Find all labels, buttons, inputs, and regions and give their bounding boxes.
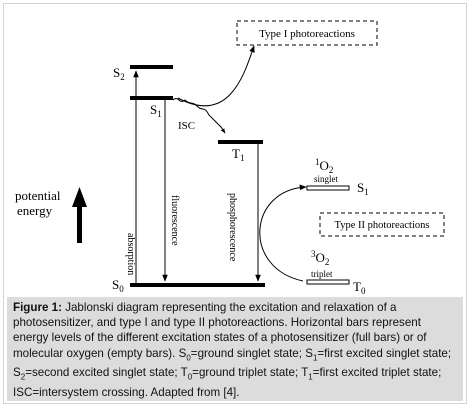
potential-energy-label-2: energy bbox=[17, 203, 53, 218]
figure-caption: Figure 1: Jablonski diagram representing… bbox=[7, 297, 463, 401]
potential-energy-label-1: potential bbox=[15, 188, 61, 203]
caption-text-1: Jablonski diagram representing the excit… bbox=[13, 301, 427, 360]
caption-s0-sub: 0 bbox=[186, 352, 191, 362]
phosphorescence-label: phosphorescence bbox=[227, 193, 238, 262]
potential-energy-arrow-head bbox=[72, 187, 87, 207]
caption-text-3: =first excited singlet state; S bbox=[13, 346, 452, 380]
to-singlet-oxygen-arrow bbox=[259, 184, 307, 282]
t0-label: T0 bbox=[353, 279, 366, 296]
o2-s1-label: S1 bbox=[357, 180, 369, 197]
o2-singlet-level bbox=[306, 185, 350, 191]
o2-singlet-symbol: 1O2 bbox=[315, 157, 333, 175]
o2-triplet-symbol: 3O2 bbox=[311, 249, 329, 267]
absorption-label: absorption bbox=[125, 233, 136, 275]
figure-frame bbox=[3, 3, 467, 404]
s2-level bbox=[130, 65, 173, 69]
type2-label: Type II photoreactions bbox=[335, 220, 430, 231]
isc-wavy-arrow bbox=[172, 98, 226, 134]
jablonski-diagram: Type I photoreactions Type II photoreact… bbox=[15, 20, 445, 296]
o2-triplet-label: triplet bbox=[311, 269, 333, 279]
potential-energy-arrow-shaft bbox=[77, 205, 82, 243]
t1-label: T1 bbox=[232, 146, 244, 163]
type2-box bbox=[319, 212, 445, 237]
s1-level bbox=[130, 96, 173, 100]
s1-label: S1 bbox=[150, 102, 162, 119]
isc-label: ISC bbox=[178, 120, 195, 132]
caption-text-6: =first excited triplet state; ISC=inters… bbox=[13, 366, 442, 399]
caption-text-5: =ground triplet state; T bbox=[192, 366, 309, 380]
o2-triplet-level bbox=[306, 279, 350, 285]
caption-text-4: =second excited singlet state; T bbox=[25, 366, 188, 380]
type1-label: Type I photoreactions bbox=[259, 28, 355, 40]
o2-singlet-label: singlet bbox=[314, 174, 338, 184]
caption-s2-sub: 2 bbox=[20, 372, 26, 382]
s0-label: S0 bbox=[112, 277, 124, 294]
to-type1-arrow bbox=[177, 45, 255, 107]
t1-level bbox=[218, 140, 263, 144]
caption-label: Figure 1: bbox=[13, 301, 62, 314]
caption-t0-sub: 0 bbox=[187, 372, 193, 382]
type1-box bbox=[236, 20, 378, 46]
s0-level bbox=[130, 283, 265, 287]
caption-s1-sub: 1 bbox=[312, 352, 318, 362]
s2-label: S2 bbox=[113, 65, 125, 82]
fluorescence-label: fluorescence bbox=[169, 195, 180, 246]
caption-text-2: =ground singlet state; S bbox=[190, 346, 313, 360]
caption-t1-sub: 1 bbox=[308, 372, 313, 382]
